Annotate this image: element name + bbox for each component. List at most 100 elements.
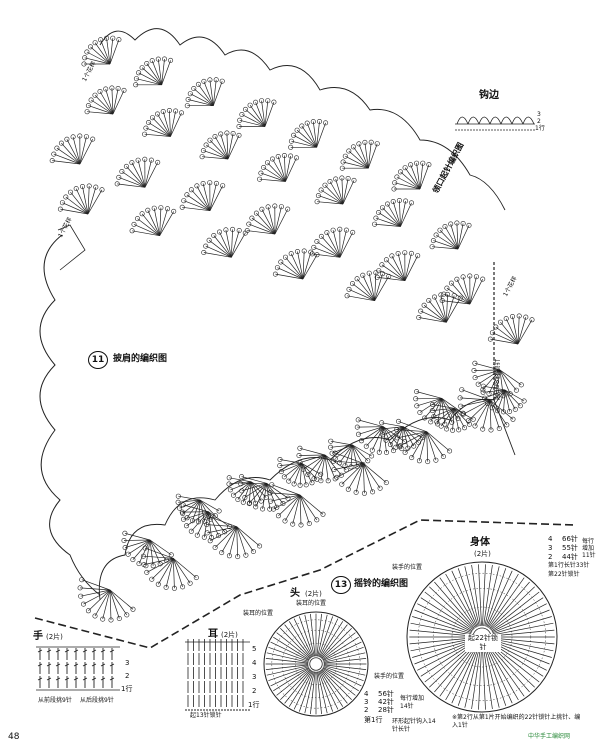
cape-top-fan (81, 35, 122, 67)
body-circle-round (432, 587, 532, 687)
page-number: 48 (8, 732, 20, 742)
head-circle-spoke (265, 664, 309, 670)
head-circle-spoke (270, 641, 310, 661)
cape-top-fan (257, 153, 299, 182)
body-circle-spoke (417, 641, 473, 671)
head-circle-spoke (321, 668, 356, 696)
hand-stitch-bar (46, 663, 52, 667)
hand-stitch-bar (73, 677, 79, 681)
cape-top-fan (416, 291, 463, 323)
cape-top-fan (439, 273, 486, 305)
edging-loop (522, 116, 535, 125)
body-increase-note: 每行增加11针 (582, 538, 596, 559)
head-circle-spoke (321, 628, 352, 659)
body-circle-spoke (493, 629, 555, 637)
watermark: 中华手工编织网 (528, 733, 571, 740)
hand-stitch-bar (37, 649, 43, 653)
cape-top-fan (201, 226, 248, 258)
hand-stitch-bar (109, 649, 115, 653)
cape-left-connector (57, 224, 86, 271)
body-round-3: 3 (548, 544, 553, 552)
head-circle-spoke (322, 641, 362, 661)
ear-note: 起13针锁针 (190, 712, 222, 719)
body-circle-spoke (485, 647, 507, 706)
cape-low-fan (378, 420, 425, 452)
hand-row-3: 3 (125, 659, 130, 667)
head-circle-spoke (280, 669, 311, 700)
body-first-round-note: 第1行长针33针 (548, 562, 590, 569)
head-circle-spoke (323, 646, 364, 662)
head-circle-spoke (323, 666, 364, 682)
body-circle-spoke (414, 640, 472, 665)
body-circle-spoke (445, 573, 477, 628)
head-circle-spoke (273, 667, 310, 692)
cape-low-edge (98, 398, 496, 601)
ear-row-4: 4 (252, 659, 257, 667)
body-circle-spoke (412, 639, 472, 658)
rattle-title: 摇铃的编织图 (354, 579, 409, 589)
body-round-4: 4 (548, 535, 553, 543)
body-hand-position: 装手的位置 (392, 564, 423, 571)
head-circle-spoke (316, 671, 322, 715)
head-circle-spoke (273, 636, 310, 661)
cape-low-fan (77, 577, 136, 623)
cape-right-edge (493, 399, 516, 456)
head-circle-spoke (266, 652, 309, 663)
edging-loop (478, 116, 491, 125)
cape-top-fan (57, 183, 105, 215)
body-circle-spoke (487, 573, 519, 628)
head-circle-spoke (316, 613, 322, 657)
body-count: (2片) (474, 550, 491, 558)
head-circle-spoke (318, 616, 334, 657)
head-circle-spoke (323, 652, 366, 663)
body-circle-spoke (412, 616, 472, 635)
edging-loop (456, 116, 469, 125)
body-circle-spoke (482, 564, 486, 626)
body-round-2-stitches: 44针 (562, 553, 578, 561)
hand-stitch-bar (37, 663, 43, 667)
body-circle-spoke (489, 586, 535, 630)
body-circle-spoke (409, 629, 471, 637)
head-circle-spoke (310, 613, 316, 657)
body-circle-spoke (445, 646, 477, 701)
body-circle-spoke (457, 568, 479, 627)
body-circle-spoke (414, 609, 472, 634)
hand-stitch-bar (73, 663, 79, 667)
cape-top-fan (314, 175, 357, 205)
hand-row-1: 1行 (121, 685, 133, 693)
hand-stitch-bar (91, 649, 97, 653)
body-circle-spoke (451, 570, 478, 627)
cape-low-fan (140, 545, 199, 591)
body-circle-spoke (489, 581, 530, 629)
hand-stitch-bar (37, 677, 43, 681)
head-circle-spoke (319, 670, 339, 710)
body-second-note: 第22针锁针 (548, 571, 580, 578)
rattle-number-badge: 13 (331, 576, 351, 594)
edging-loop (500, 116, 513, 125)
body-circle-spoke (434, 581, 475, 629)
head-circle-spoke (266, 665, 309, 676)
cape-low-fan (277, 456, 324, 488)
head-circle-spoke (319, 618, 339, 658)
body-circle-spoke (482, 648, 486, 710)
head-round-4-stitches: 56针 (378, 690, 394, 698)
body-circle-round (451, 606, 513, 668)
hand-stitch-bar (82, 649, 88, 653)
head-circle-spoke (268, 646, 309, 662)
edging-loop (489, 116, 502, 125)
head-circle-round (294, 642, 338, 686)
body-circle-spoke (486, 570, 513, 627)
body-circle-spoke (488, 645, 525, 697)
head-circle-spoke (288, 670, 313, 707)
body-circle-spoke (420, 642, 473, 677)
cape-top-fan (49, 133, 96, 165)
body-circle-spoke (486, 647, 513, 704)
head-round-3-stitches: 42针 (378, 698, 394, 706)
edging-title: 钩边 (479, 90, 499, 101)
hand-note-right: 从后段挑9针 (80, 697, 114, 704)
body-circle-spoke (457, 647, 479, 706)
ear-row-1: 1行 (248, 701, 260, 709)
head-title: 头 (290, 588, 300, 599)
cape-top-fan (272, 248, 320, 280)
